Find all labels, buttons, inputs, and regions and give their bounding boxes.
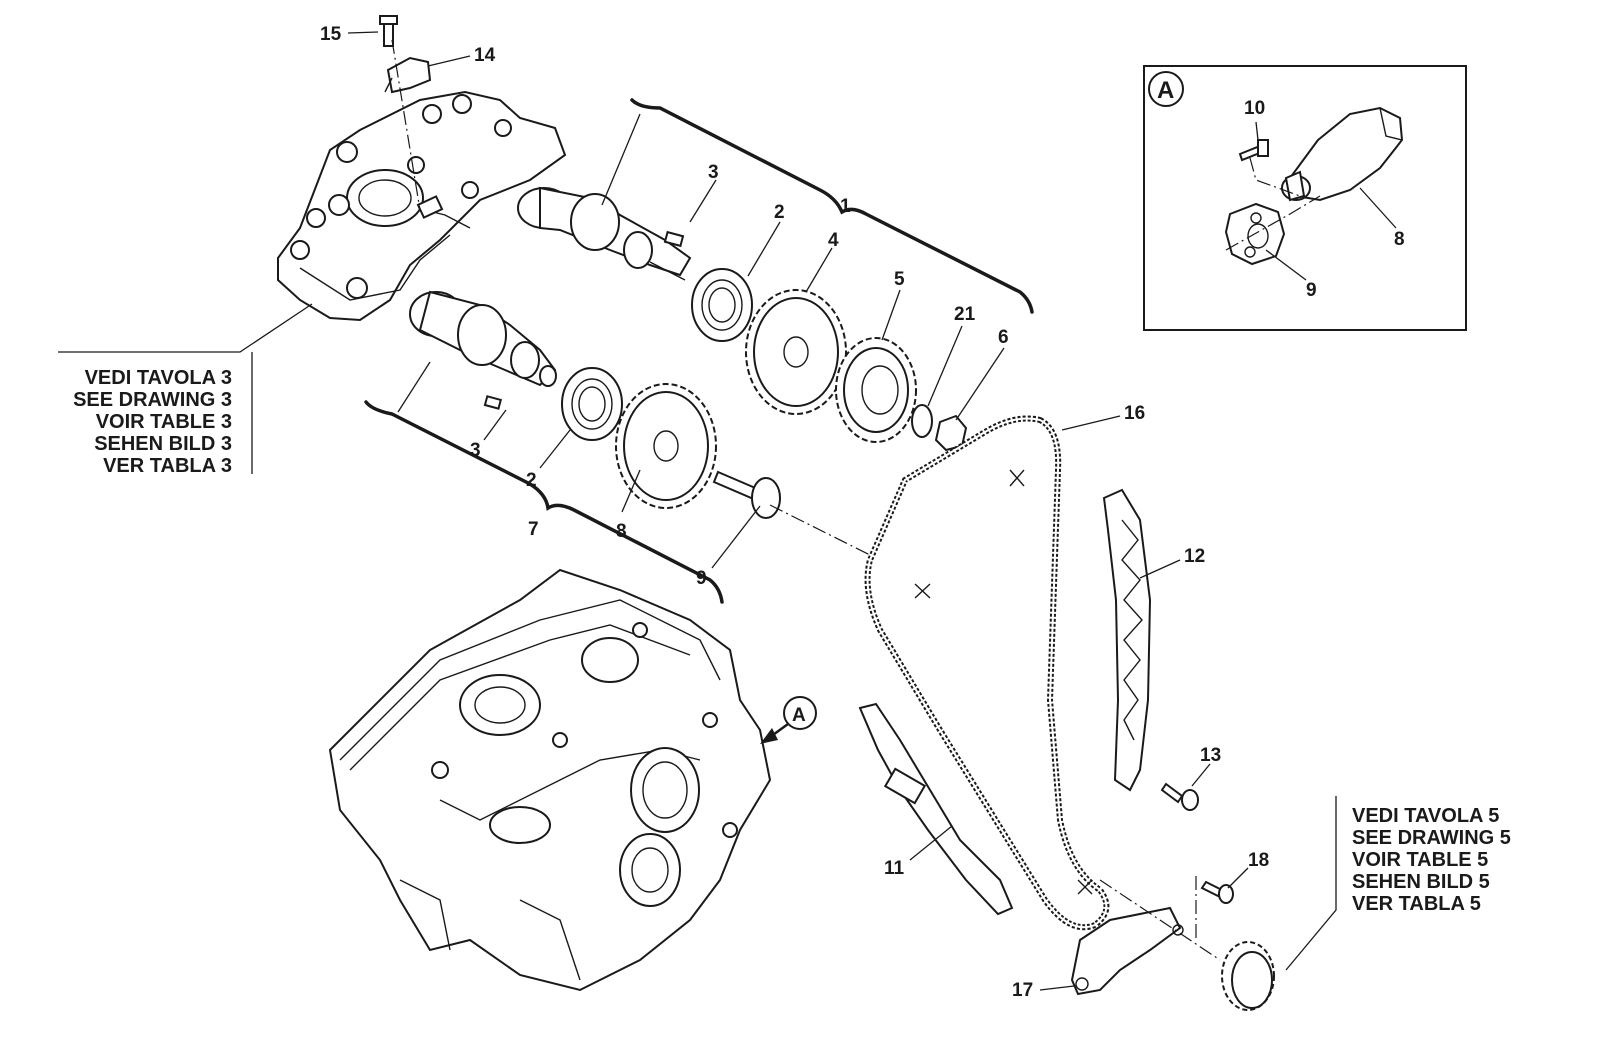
callout-20: 18 xyxy=(1248,850,1269,871)
woodruff-key-lower xyxy=(483,395,503,410)
group-bracket-1 xyxy=(630,98,1034,314)
ref-right-line: VEDI TAVOLA 5 xyxy=(1352,805,1499,827)
ref-right-line: VOIR TABLE 5 xyxy=(1352,849,1488,871)
ref-left-line: VER TABLA 3 xyxy=(103,455,232,477)
callout-10: 8 xyxy=(1394,229,1405,250)
gear-bolt-9 xyxy=(712,470,781,519)
callout-11: 9 xyxy=(1306,280,1317,301)
callout-16: 14 xyxy=(474,45,496,66)
sensor-bracket-part xyxy=(379,15,432,211)
callout-numbers: 15 14 1 3 2 4 5 21 6 3 2 7 8 9 16 12 13 … xyxy=(320,24,1405,1001)
view-marker-label: A xyxy=(792,705,806,726)
ref-left-line: VOIR TABLE 3 xyxy=(96,411,232,433)
crank-sprocket xyxy=(1221,941,1275,1011)
callout-19: 17 xyxy=(1012,980,1033,1001)
ref-left-line: SEHEN BILD 3 xyxy=(94,433,232,455)
reference-right: VEDI TAVOLA 5 SEE DRAWING 5 VOIR TABLE 5… xyxy=(1352,805,1511,915)
ref-left-line: VEDI TAVOLA 3 xyxy=(85,367,232,389)
callout-18: 16 xyxy=(1124,403,1145,424)
ref-right-line: SEE DRAWING 5 xyxy=(1352,827,1511,849)
callout-2-upper: 2 xyxy=(774,202,785,223)
chain-guide-14 xyxy=(1102,488,1152,792)
callout-9: 9 xyxy=(696,568,707,589)
woodruff-key-upper xyxy=(663,230,685,248)
inset-label: A xyxy=(1157,77,1174,104)
callout-7: 7 xyxy=(528,519,539,540)
callout-13: 11 xyxy=(884,858,905,879)
callout-3-upper: 3 xyxy=(708,162,719,183)
callout-1: 1 xyxy=(840,196,851,217)
callout-2-lower: 2 xyxy=(526,470,537,491)
upper-cam-gear xyxy=(745,289,847,415)
cam-carrier-housing xyxy=(277,90,567,322)
upper-bearing xyxy=(691,268,753,342)
callout-17: 15 xyxy=(320,24,342,45)
washer-21 xyxy=(911,404,933,438)
ref-right-line: VER TABLA 5 xyxy=(1352,893,1481,915)
idler-gear-5 xyxy=(835,337,917,443)
callout-4: 4 xyxy=(828,230,839,251)
callout-3-lower: 3 xyxy=(470,440,481,461)
upper-camshaft xyxy=(517,186,692,281)
tensioner-blade-13 xyxy=(858,702,1014,916)
timing-chain xyxy=(864,415,1110,931)
callout-21: 21 xyxy=(954,304,976,325)
view-arrow-A xyxy=(760,696,817,744)
callout-14: 12 xyxy=(1184,546,1205,567)
callout-12: 10 xyxy=(1244,98,1265,119)
callout-15: 13 xyxy=(1200,745,1221,766)
lower-cam-gear xyxy=(615,383,717,509)
bolt-15 xyxy=(1160,782,1199,811)
cylinder-head xyxy=(328,568,772,992)
leader-lines xyxy=(58,31,1397,991)
bolt-20 xyxy=(1200,880,1234,904)
callout-6: 6 xyxy=(998,327,1009,348)
reference-left: VEDI TAVOLA 3 SEE DRAWING 3 VOIR TABLE 3… xyxy=(73,367,232,477)
group-bracket-7 xyxy=(364,400,724,604)
callout-8: 8 xyxy=(616,521,627,542)
lower-bearing xyxy=(561,367,623,441)
ref-right-line: SEHEN BILD 5 xyxy=(1352,871,1490,893)
callout-5: 5 xyxy=(894,269,905,290)
ref-left-line: SEE DRAWING 3 xyxy=(73,389,232,411)
guide-bracket-19 xyxy=(1070,906,1184,996)
inset-detail-A xyxy=(1143,65,1467,331)
lower-camshaft xyxy=(409,290,557,387)
